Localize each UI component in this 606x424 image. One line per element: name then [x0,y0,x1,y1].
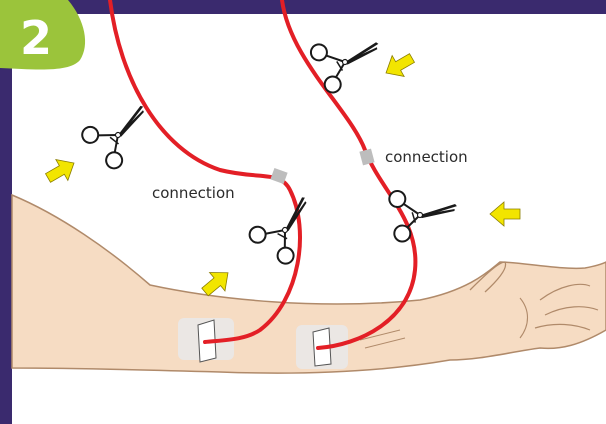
connector-right [359,149,374,166]
hemostat-clamp-icon [246,190,330,272]
connection-label-right: connection [385,148,468,166]
top-frame-border [0,0,606,14]
pointer-arrow-icon [490,202,520,226]
step-number: 2 [20,11,52,65]
hemostat-clamp-icon [79,98,163,175]
hemostat-clamp-icon [386,190,458,246]
step-badge: 2 [0,0,85,70]
connection-label-left: connection [152,184,235,202]
tubing-right [282,0,415,348]
pointer-arrow-icon [42,153,80,189]
pointer-arrow-icon [380,48,418,84]
